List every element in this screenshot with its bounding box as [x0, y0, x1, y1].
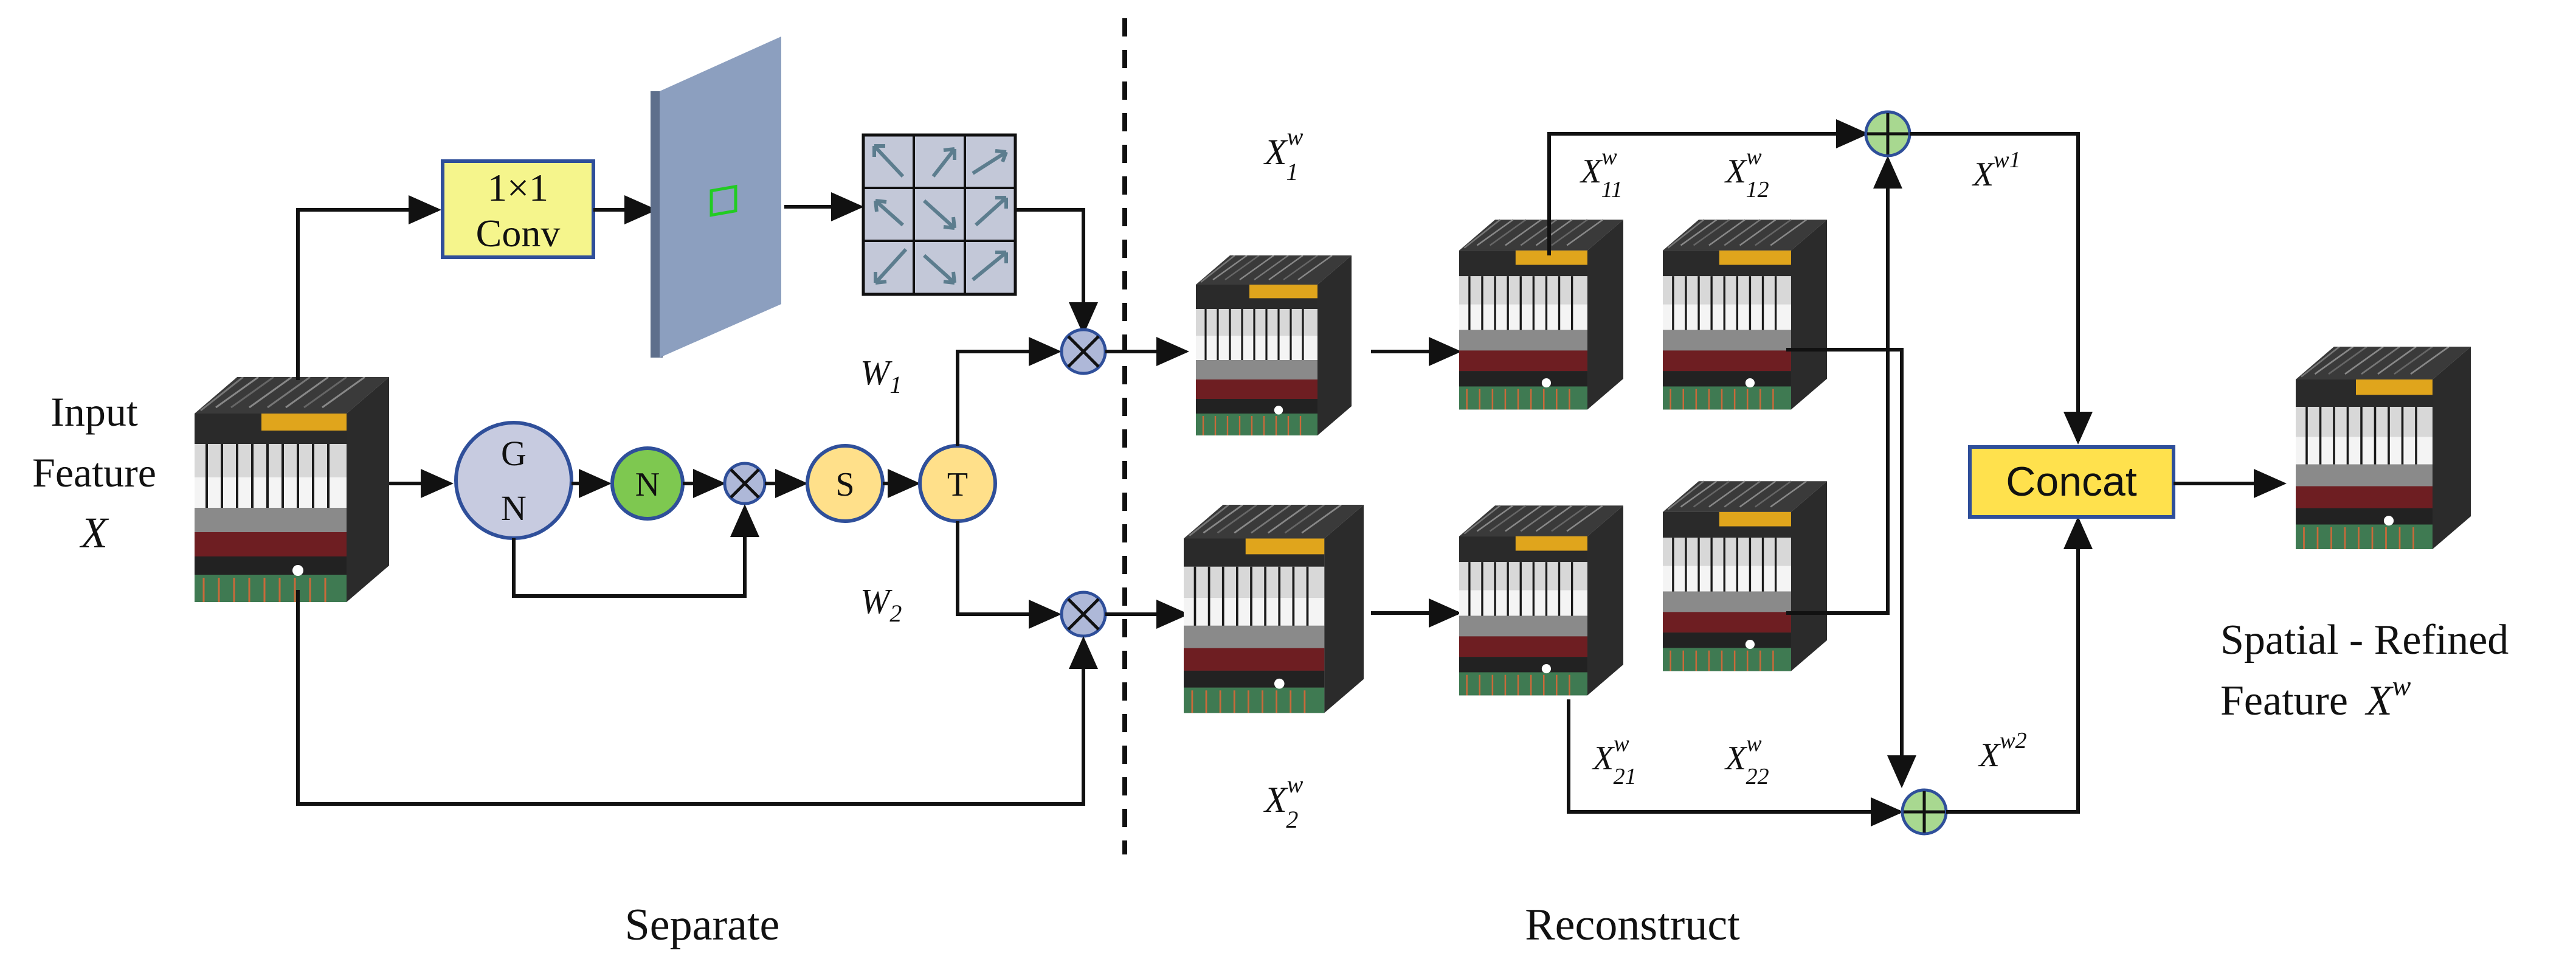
arrow-add2-to-concat [1946, 516, 2093, 814]
output-label-line1: Spatial - Refined [2220, 617, 2509, 663]
gn-label-g: G [501, 434, 527, 473]
arrow-x22w-to-add1 [1786, 156, 1902, 615]
arrow-t-to-mult2 [956, 521, 1062, 629]
add-node-bottom [1901, 788, 1948, 836]
arrow-t-to-mult1 [956, 337, 1062, 446]
gn-label-n: N [501, 488, 527, 528]
xw2-label: Xw2 [1978, 728, 2027, 774]
input-label-line2: Feature [32, 449, 156, 496]
xw1-label: Xw1 [1972, 147, 2021, 193]
arrow-add1-to-concat [1910, 132, 2093, 445]
w1-label: W1 [860, 353, 902, 398]
x1w-cube [1195, 255, 1353, 437]
conv-box [441, 159, 595, 259]
arrow-x12w-to-add2 [1786, 348, 1916, 788]
mult-node-middle [723, 462, 767, 505]
conv-label-line2: Conv [476, 212, 561, 255]
concat-box [1968, 445, 2175, 519]
w2-label: W2 [860, 581, 902, 627]
concat-label: Concat [2006, 459, 2137, 505]
arrow-gn-skip-to-mult [512, 504, 759, 598]
add-node-top [1864, 110, 1911, 158]
arrow-grid-to-mult1 [1015, 208, 1098, 335]
s-label: S [835, 466, 854, 504]
section-label-separate: Separate [625, 900, 780, 950]
x11w-cube [1459, 218, 1623, 411]
input-label-line1: Input [50, 389, 138, 435]
input-feature-cube [195, 377, 389, 603]
input-label-symbol: X [79, 508, 109, 557]
offset-grid [862, 133, 1017, 296]
mult-node-bottom [1060, 591, 1107, 638]
conv-label-line1: 1×1 [488, 166, 548, 209]
x22w-cube [1663, 480, 1827, 673]
output-feature-cube [2295, 347, 2472, 550]
feature-plane [660, 36, 781, 358]
plane-patch [710, 184, 737, 217]
arrow-input-to-conv [296, 195, 441, 380]
t-label: T [947, 466, 968, 504]
n-label: N [635, 466, 660, 504]
x12w-cube [1663, 218, 1827, 411]
mult-node-top [1060, 328, 1107, 375]
section-label-reconstruct: Reconstruct [1525, 900, 1740, 950]
x2w-cube [1183, 505, 1365, 715]
arrow-input-skip-to-mult2 [296, 590, 1098, 806]
arrow-x11w-to-add1 [1547, 119, 1869, 255]
arrow-x21w-to-add2 [1567, 699, 1904, 826]
x21w-cube [1459, 504, 1623, 697]
